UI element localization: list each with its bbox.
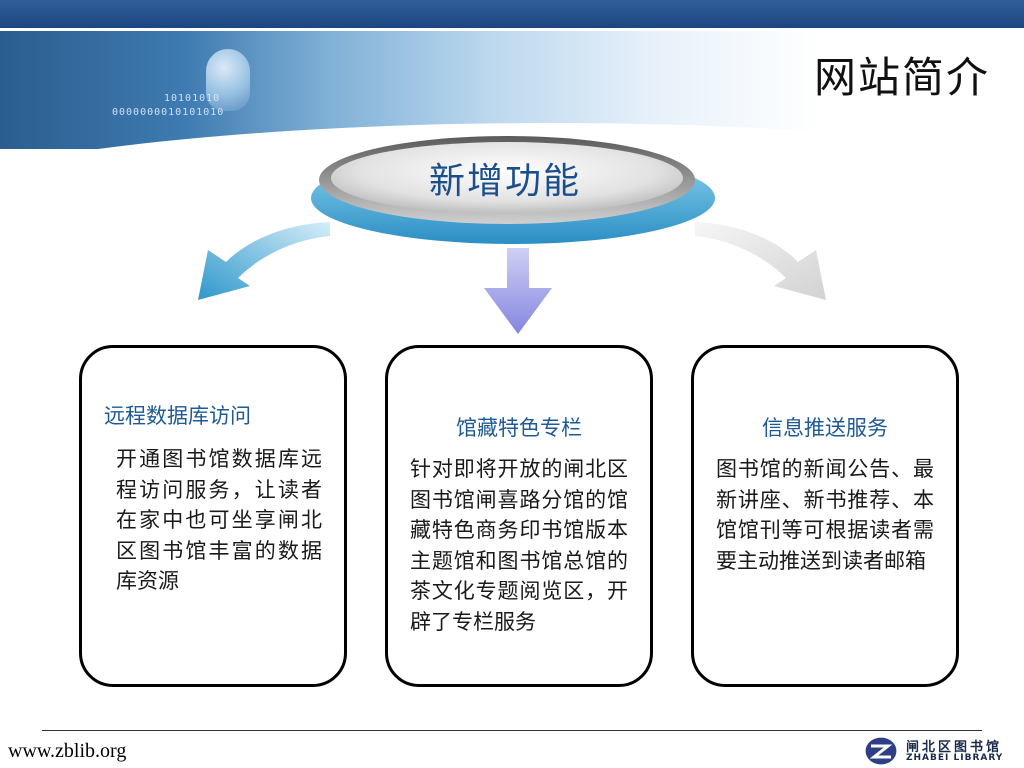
arrow-curved-left [198,222,330,300]
center-node-label: 新增功能 [428,161,581,202]
footer-divider [42,730,982,731]
header-banner: 10101010 0000000010101010 [0,31,1024,149]
feature-description: 针对即将开放的闸北区图书馆闸喜路分馆的馆藏特色商务印书馆版本主题馆和图书馆总馆的… [410,457,628,634]
feature-title: 远程数据库访问 [104,404,251,428]
feature-box-remote-database: 远程数据库访问 开通图书馆数据库远程访问服务，让读者在家中也可坐享闸北区图书馆丰… [79,345,347,687]
feature-box-info-push: 信息推送服务 图书馆的新闻公告、最新讲座、新书推荐、本馆馆刊等可根据读者需要主动… [691,345,959,687]
feature-description: 开通图书馆数据库远程访问服务，让读者在家中也可坐享闸北区图书馆丰富的数据库资源 [116,447,322,593]
library-logo-icon [864,736,898,766]
library-logo-chinese: 闸北区图书馆 [906,740,1003,755]
banner-binary-text-2: 0000000010101010 [112,107,225,118]
center-ellipse-inner [331,142,683,214]
feature-title: 信息推送服务 [762,416,888,440]
banner-binary-text-1: 10101010 [164,93,221,104]
computer-mouse-icon [206,49,250,111]
footer-website-link[interactable]: www.zblib.org [8,740,127,762]
feature-title: 馆藏特色专栏 [456,416,582,440]
library-logo-english: ZHABEI LIBRARY [906,753,1004,763]
feature-box-special-collection: 馆藏特色专栏 针对即将开放的闸北区图书馆闸喜路分馆的馆藏特色商务印书馆版本主题馆… [385,345,653,687]
arrow-down-middle [484,248,552,334]
top-bar-divider [0,28,1024,31]
library-logo: 闸北区图书馆 ZHABEI LIBRARY [864,736,1014,766]
feature-description: 图书馆的新闻公告、最新讲座、新书推荐、本馆馆刊等可根据读者需要主动推送到读者邮箱 [716,457,934,573]
arrow-curved-right [695,222,826,300]
top-bar [0,0,1024,28]
page-title: 网站简介 [813,53,990,102]
